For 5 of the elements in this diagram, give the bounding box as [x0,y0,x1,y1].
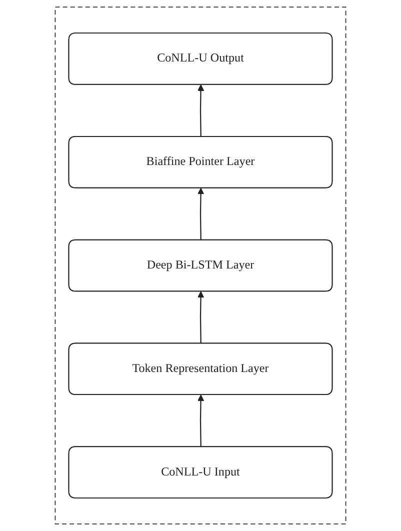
cluster [54,6,346,524]
arrow [197,394,204,448]
arrow [197,291,204,344]
arrow [197,84,204,137]
arrow [197,188,204,240]
